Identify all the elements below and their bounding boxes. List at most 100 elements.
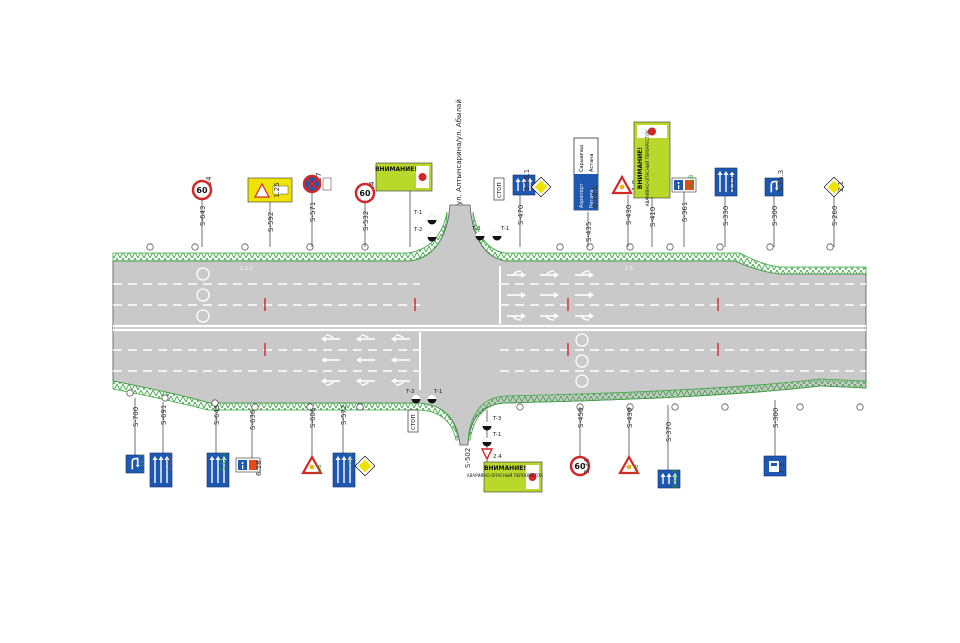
red-markers xyxy=(264,298,719,356)
sign-code: 6.18 xyxy=(688,174,695,188)
verge-post-bottom xyxy=(161,394,169,402)
lane-arrow xyxy=(391,357,410,363)
post-label: S-532 xyxy=(362,211,370,231)
lane-arrow xyxy=(540,313,559,321)
sign-code: 1.25 xyxy=(273,182,281,198)
sign-code: 3.24 xyxy=(583,458,591,474)
verge-post-top xyxy=(146,243,154,251)
lane-direction-sign: S-645 5.15.1 xyxy=(206,405,230,488)
lane-arrow xyxy=(321,334,340,342)
lane-arrow xyxy=(507,292,526,298)
lane-arrows xyxy=(321,270,594,386)
signal-label: T-1 xyxy=(500,226,509,232)
verge-post-top xyxy=(766,243,774,251)
lane-direction-sign: S-370 5.15.3 xyxy=(657,405,681,489)
verge-post-top xyxy=(826,243,834,251)
pavement-speed-marks xyxy=(196,267,589,388)
post-label: S-645 xyxy=(213,405,221,425)
marking-code-edge: 1.2.1 xyxy=(240,266,253,272)
verge-bottom xyxy=(112,378,867,441)
lane-markings xyxy=(113,266,866,390)
sign-code: 2.1 xyxy=(837,181,845,192)
post-label: S-606 xyxy=(309,407,317,428)
verge-post-top xyxy=(241,243,249,251)
post-label: S-435 xyxy=(585,222,593,242)
verge-post-top xyxy=(626,243,634,251)
lane-arrow xyxy=(507,313,526,321)
warning-board: ВНИМАНИЕ! xyxy=(375,162,433,192)
warning-board: ВНИМАНИЕ!АВАРИЙНО-ОПАСНЫЙ ПЕРЕКРЕСТОК xyxy=(467,461,543,493)
temporary-warning-sign: S-592 1.25 xyxy=(247,177,293,247)
lane-arrow xyxy=(575,292,594,298)
lane-arrow xyxy=(507,270,526,278)
speed-value: 60 xyxy=(574,462,586,471)
verge-post-bottom xyxy=(796,403,804,411)
post-label: S-470 xyxy=(517,205,525,225)
signal-label: T-2 xyxy=(413,227,422,233)
verge-post-top xyxy=(586,243,594,251)
verge-posts xyxy=(126,243,864,411)
sign-code: 5.15.3 xyxy=(672,469,679,488)
signal-label: T-1 xyxy=(413,210,422,216)
verge-post-bottom xyxy=(251,403,259,411)
priority-road-sign xyxy=(354,455,376,477)
direction-text: Астана xyxy=(589,154,595,172)
sign-code: 7.3 xyxy=(778,463,786,474)
stop-text: СТОП xyxy=(411,414,417,430)
signal-label: T-3 xyxy=(492,416,502,422)
sign-code: 1.8 xyxy=(633,464,640,474)
verge-post-bottom xyxy=(306,403,314,411)
post-label: S-300 xyxy=(771,206,779,226)
verge-post-bottom xyxy=(126,389,134,397)
verge-post-bottom xyxy=(516,403,524,411)
warning-triangle-sign: S-430 1.8 xyxy=(618,407,640,475)
post-label: S-572 xyxy=(340,405,348,425)
no-parking-sign: S-5713.27 xyxy=(302,172,332,247)
post-label: S-691 xyxy=(160,405,168,425)
uturn-sign: S-300 5.15.3 xyxy=(764,170,785,247)
board-text: АВАРИЙНО-ОПАСНЫЙ ПЕРЕКРЕСТОК xyxy=(645,130,650,206)
warning-triangle-sign: S-606 1.8 xyxy=(301,407,323,475)
verge-post-bottom xyxy=(626,403,634,411)
lane-arrow xyxy=(321,357,340,363)
post-label: S-643 xyxy=(199,206,207,226)
signal-label: T-1 xyxy=(433,389,442,395)
post-label: S-330 xyxy=(722,206,730,226)
sign-code: 5.15.1 xyxy=(523,169,531,191)
post-label: S-430 xyxy=(626,408,634,428)
verge-post-top xyxy=(556,243,564,251)
warning-board-top-right: ВНИМАНИЕ!АВАРИЙНО-ОПАСНЫЙ ПЕРЕКРЕСТОКS-4… xyxy=(633,121,671,247)
verge-post-top xyxy=(716,243,724,251)
speed-limit-sign: S-6433.2460 xyxy=(191,176,213,247)
priority-road-sign xyxy=(530,176,552,198)
verge-post-top xyxy=(306,243,314,251)
speed-limit-sign: S-5323.2460 xyxy=(354,181,376,247)
post-label: S-430 xyxy=(625,205,633,225)
signal-label: T-1 xyxy=(492,432,501,438)
lane-arrow xyxy=(356,378,375,386)
lane-direction-sign: S-470 5.15.1 xyxy=(512,169,536,247)
sign-code: 5.15.1 xyxy=(167,452,174,471)
lane-arrow xyxy=(391,334,410,342)
lane-arrow xyxy=(356,334,375,342)
verge-top xyxy=(112,211,867,275)
marking-code-lanes: 1.5 xyxy=(625,266,633,272)
sign-code: 1.8 xyxy=(316,464,323,474)
post-label: S-592 xyxy=(267,212,275,232)
sign-code: 2.4 xyxy=(493,454,502,460)
verge-post-bottom xyxy=(721,403,729,411)
board-text: АВАРИЙНО-ОПАСНЫЙ ПЕРЕКРЕСТОК xyxy=(467,473,543,478)
sign-code: 5.15.3 xyxy=(777,170,785,192)
post-label: S-370 xyxy=(665,422,673,442)
sign-code: 5.15.1 xyxy=(220,452,227,471)
